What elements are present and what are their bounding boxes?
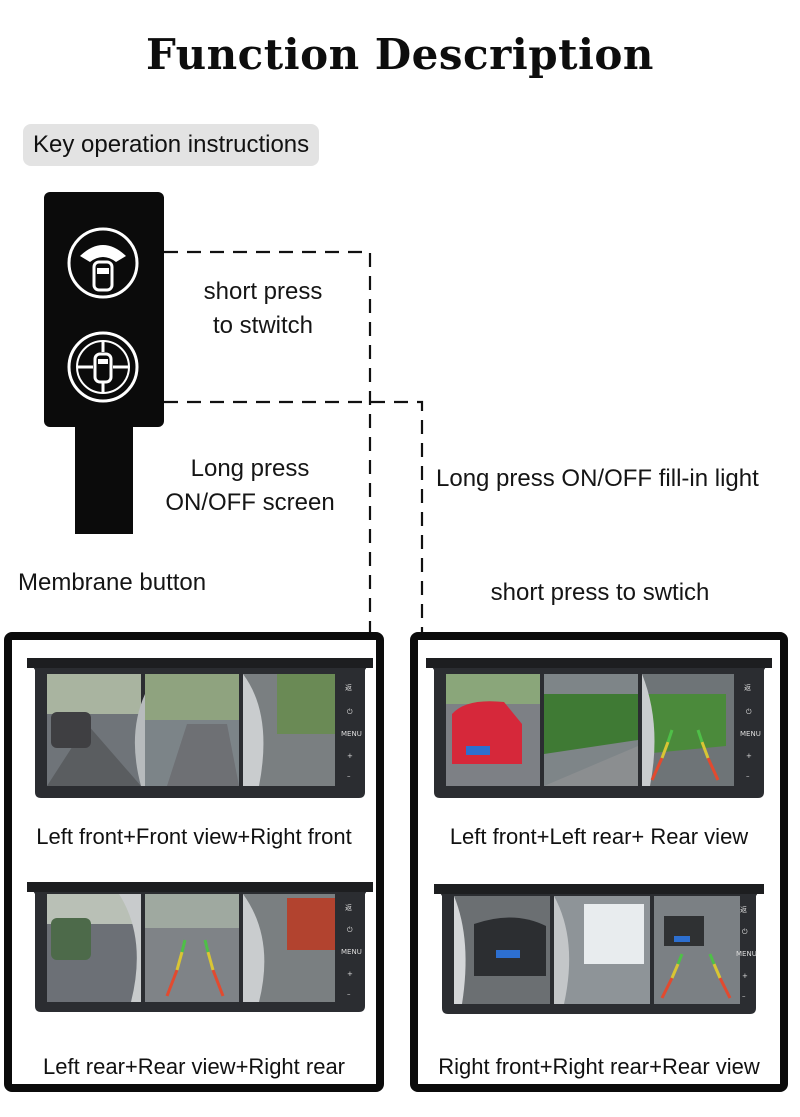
long-press-line-2: ON/OFF screen [165, 489, 335, 516]
camera-mode-icon[interactable] [66, 226, 140, 300]
key-operation-tag: Key operation instructions [23, 124, 320, 166]
svg-text:返: 返 [740, 906, 747, 914]
svg-text:–: – [347, 990, 351, 998]
svg-text:–: – [746, 772, 750, 780]
membrane-button-label: Membrane button [18, 569, 207, 596]
short-press-line-1: short press [203, 278, 323, 305]
svg-text:返: 返 [744, 684, 751, 692]
monitor-screen: 返 ⏻ MENU + – [27, 882, 373, 1012]
monitor-left-rear-combo: 返 ⏻ MENU + – [426, 654, 772, 805]
monitor-right-rear-combo: 返 ⏻ MENU + – [434, 880, 764, 1021]
svg-text:+: + [347, 970, 353, 978]
caption-left-1: Left front+Front view+Right front [36, 824, 352, 849]
svg-text:+: + [746, 752, 752, 760]
caption-right-2: Right front+Right rear+Rear view [438, 1054, 760, 1079]
right-mode-frame: 返 ⏻ MENU + – Left front+Left rear+ Rear vie… [410, 632, 788, 1092]
svg-text:MENU: MENU [740, 730, 761, 738]
caption-right-1: Left front+Left rear+ Rear view [449, 824, 749, 849]
monitor-screen: 返 ⏻ MENU + – [426, 658, 772, 798]
short-press-switch-label: short press to swtich [490, 579, 710, 606]
svg-text:+: + [347, 752, 353, 760]
svg-text:返: 返 [345, 904, 352, 912]
svg-text:+: + [742, 972, 748, 980]
long-press-light-label: Long press ON/OFF fill-in light [436, 465, 759, 492]
caption-left-2: Left rear+Rear view+Right rear [42, 1054, 346, 1079]
short-press-label: short press to stwitch [180, 275, 346, 343]
svg-text:返: 返 [345, 684, 352, 692]
four-view-icon[interactable] [66, 330, 140, 404]
page-title: Function Description [146, 30, 654, 79]
monitor-left-rear-view: 返 ⏻ MENU + – [27, 878, 373, 1019]
short-press-line-2: to stwitch [212, 312, 314, 339]
connector-lines [164, 250, 424, 634]
left-mode-frame: 返 ⏻ MENU + – Left front+Front view+Right fr… [4, 632, 384, 1092]
membrane-cable [75, 420, 133, 534]
svg-text:–: – [347, 772, 351, 780]
membrane-button-panel [44, 192, 164, 427]
long-press-screen-label: Long press ON/OFF screen [150, 452, 350, 520]
svg-text:MENU: MENU [341, 948, 362, 956]
svg-text:⏻: ⏻ [742, 928, 748, 936]
long-press-line-1: Long press [190, 455, 310, 482]
svg-text:⏻: ⏻ [347, 708, 353, 716]
svg-text:MENU: MENU [736, 950, 757, 958]
svg-text:–: – [742, 992, 746, 1000]
svg-text:⏻: ⏻ [347, 926, 353, 934]
monitor-screen: 返 ⏻ MENU + – [434, 884, 764, 1014]
svg-text:MENU: MENU [341, 730, 362, 738]
monitor-left-front-view: 返 ⏻ MENU + – [27, 654, 373, 805]
monitor-screen: 返 ⏻ MENU + – [27, 658, 373, 798]
svg-text:⏻: ⏻ [746, 708, 752, 716]
